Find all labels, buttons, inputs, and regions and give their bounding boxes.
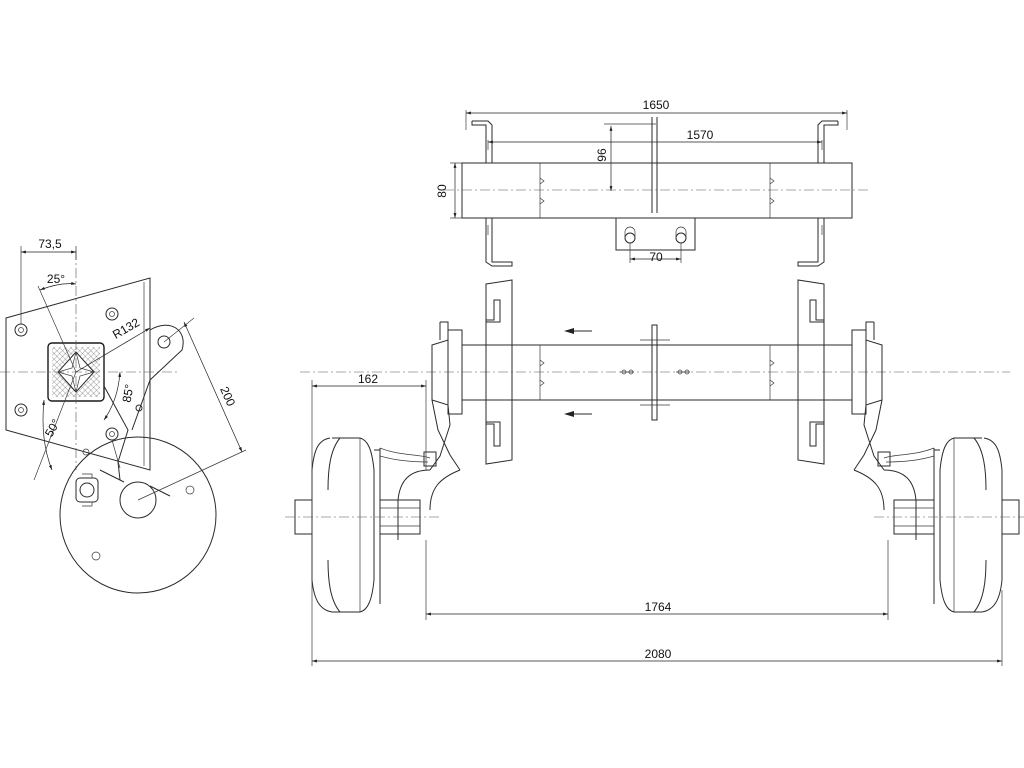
right-mount-bracket: [797, 120, 839, 267]
dim-label-96: 96: [595, 148, 609, 162]
front-view: 162 1764 2080: [285, 279, 1024, 666]
top-view: 1650 1570 96 80: [435, 98, 870, 267]
dimension-1570: 1570: [488, 128, 822, 144]
dimension-162: 162: [311, 372, 427, 666]
dim-label-200: 200: [217, 384, 238, 408]
right-brake-drum: [874, 437, 1024, 613]
dim-label-1570: 1570: [687, 128, 714, 142]
brake-actuator: [75, 473, 99, 507]
left-side-plate: [485, 279, 513, 465]
dim-label-1650: 1650: [643, 98, 670, 112]
dim-label-50deg: 50°: [42, 416, 63, 439]
side-view: 73,5 25° R132 85° 50° 200: [0, 237, 247, 594]
dim-label-70: 70: [649, 250, 663, 264]
dimension-200: 200: [137, 317, 247, 501]
dim-label-2080: 2080: [645, 647, 672, 661]
dim-label-162: 162: [358, 372, 378, 386]
brake-backing-plate: [59, 436, 217, 594]
dim-label-1764: 1764: [645, 600, 672, 614]
dim-label-80: 80: [435, 184, 449, 198]
right-side-plate: [797, 279, 825, 465]
dimension-1764: 1764: [425, 540, 889, 620]
right-end-housing: [851, 321, 935, 540]
dimension-angle-25: 25°: [37, 272, 77, 373]
left-end-housing: [379, 321, 463, 540]
dim-label-25deg: 25°: [47, 272, 65, 286]
center-clamp: 70: [615, 218, 696, 264]
dim-label-73-5: 73,5: [38, 237, 62, 251]
dim-label-85deg: 85°: [120, 383, 137, 404]
load-arrows: [564, 328, 592, 417]
dimension-73-5: 73,5: [20, 237, 77, 324]
left-mount-bracket: [471, 120, 513, 267]
dimension-96: 96: [595, 123, 656, 191]
dimension-2080: 2080: [312, 590, 1003, 666]
dimension-80: 80: [435, 162, 462, 219]
left-brake-drum: [285, 437, 440, 613]
dimension-angle-85: 85°: [103, 371, 137, 421]
dimension-1650: 1650: [465, 98, 848, 130]
